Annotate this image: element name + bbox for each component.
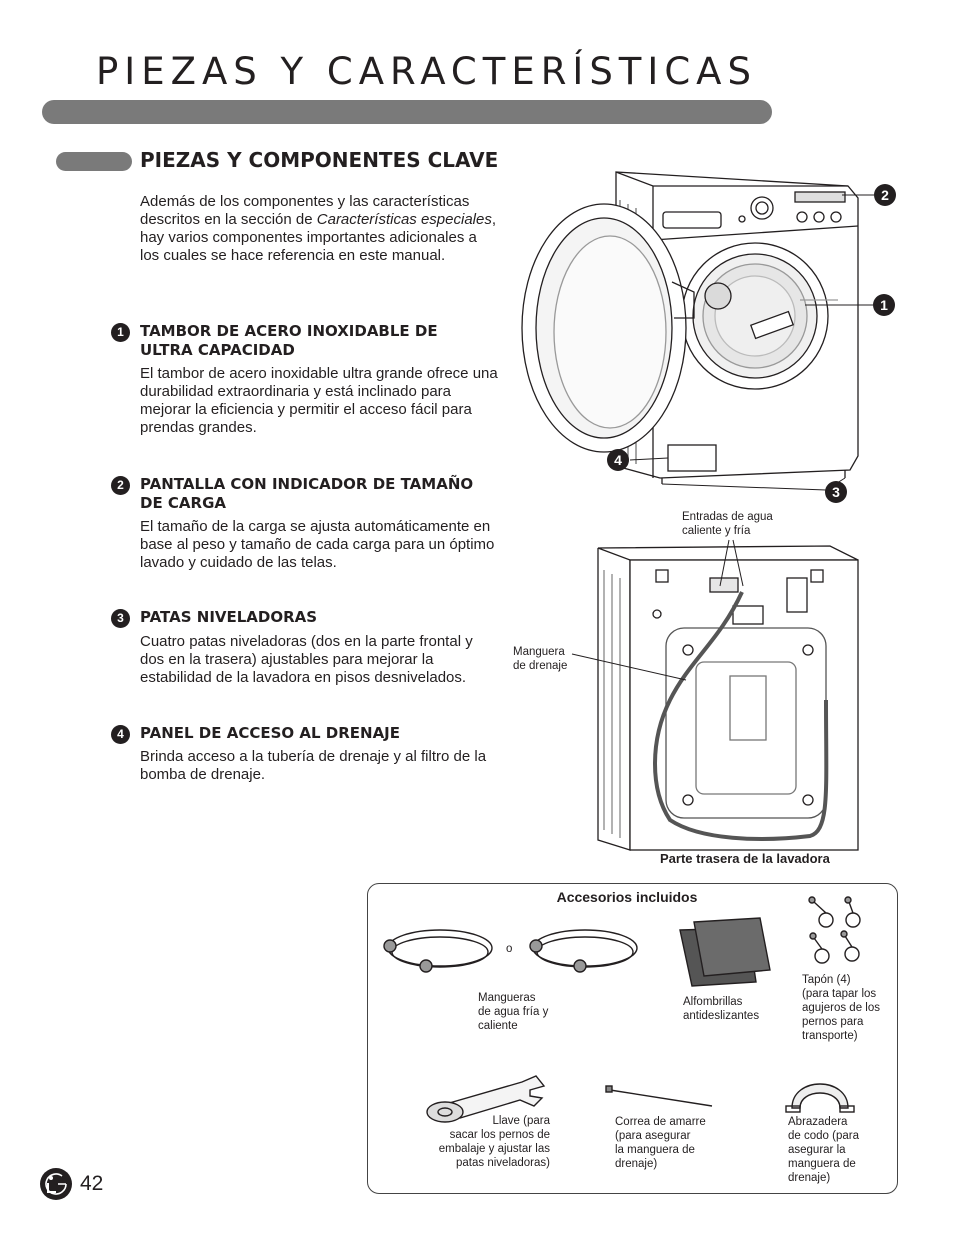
hoses-label-line: Mangueras	[478, 992, 536, 1004]
caps-label-line: (para tapar los	[802, 988, 877, 1000]
item-number-3: 3	[111, 609, 130, 628]
accessories-title: Accesorios incluidos	[556, 889, 698, 905]
callout-4: 4	[607, 449, 629, 471]
page-number: 42	[80, 1172, 104, 1195]
elbow-label-line: Abrazadera	[788, 1116, 848, 1128]
item-title-drain: PANEL DE ACCESO AL DRENAJE	[140, 724, 401, 742]
hoses-label: Mangueras de agua fría y caliente	[478, 991, 548, 1033]
item-number-2: 2	[111, 476, 130, 495]
hoses-label-line: de agua fría y	[478, 1006, 549, 1018]
pads-label: Alfombrillas antideslizantes	[683, 995, 759, 1023]
or-text: o	[506, 943, 513, 955]
back-caption: Parte trasera de la lavadora	[660, 851, 830, 866]
item-body-display: El tamaño de la carga se ajusta automáti…	[140, 518, 495, 571]
section-heading: PIEZAS Y COMPONENTES CLAVE	[140, 148, 499, 172]
item-body-legs: Cuatro patas niveladoras (dos en la part…	[140, 633, 473, 686]
intro-paragraph: Además de los componentes y las caracter…	[140, 193, 500, 265]
tie-label-line: Correa de amarre	[615, 1116, 706, 1128]
page-title: PIEZAS Y CARACTERÍSTICAS	[96, 50, 757, 93]
wrench-label: Llave (para sacar los pernos de embalaje…	[410, 1114, 550, 1170]
elbow-label-line: manguera de	[788, 1158, 856, 1170]
wrench-label-line: sacar los pernos de	[449, 1129, 550, 1141]
intro-text: Además de los componentes y las caracter…	[140, 193, 470, 228]
item-title-drum: TAMBOR DE ACERO INOXIDABLE DE ULTRA CAPA…	[140, 322, 438, 359]
elbow-label: Abrazadera de codo (para asegurar la man…	[788, 1115, 859, 1185]
tie-label-line: drenaje)	[615, 1158, 658, 1170]
wrench-label-line: Llave (para	[492, 1115, 550, 1127]
intro-text-end: , hay varios componentes importantes adi…	[140, 211, 497, 264]
elbow-label-line: drenaje)	[788, 1172, 831, 1184]
section-pill	[56, 152, 132, 171]
callout-2: 2	[874, 184, 896, 206]
tie-label: Correa de amarre (para asegurar la mangu…	[615, 1115, 706, 1171]
callout-3: 3	[825, 481, 847, 503]
hoses-label-line: caliente	[478, 1020, 518, 1032]
caps-label-line: Tapón (4)	[802, 974, 851, 986]
drain-label-1: Manguera	[513, 646, 565, 658]
caps-label-line: agujeros de los	[802, 1002, 880, 1014]
intro-italic: Características especiales	[316, 211, 492, 228]
elbow-label-line: de codo (para	[788, 1130, 859, 1142]
pads-label-line: Alfombrillas	[683, 996, 743, 1008]
caps-label-line: pernos para	[802, 1016, 864, 1028]
elbow-label-line: asegurar la	[788, 1144, 846, 1156]
item-body-drain: Brinda acceso a la tubería de drenaje y …	[140, 748, 487, 783]
title-bar	[42, 100, 772, 124]
item-number-4: 4	[111, 725, 130, 744]
inlets-label-1: Entradas de agua	[682, 511, 773, 523]
tie-label-line: (para asegurar	[615, 1130, 691, 1142]
accessories-box	[367, 883, 898, 1194]
item-body-drum: El tambor de acero inoxidable ultra gran…	[140, 365, 498, 436]
wrench-label-line: patas niveladoras)	[456, 1157, 550, 1169]
drain-label-2: de drenaje	[513, 660, 568, 672]
item-title-legs: PATAS NIVELADORAS	[140, 608, 318, 626]
pads-label-line: antideslizantes	[683, 1010, 760, 1022]
wrench-label-line: embalaje y ajustar las	[438, 1143, 550, 1155]
item-number-1: 1	[111, 323, 130, 342]
caps-label-line: transporte)	[802, 1030, 858, 1042]
inlets-label-2: caliente y fría	[682, 525, 751, 537]
tie-label-line: la manguera de	[615, 1144, 695, 1156]
callout-1: 1	[873, 294, 895, 316]
item-title-display: PANTALLA CON INDICADOR DE TAMAÑO DE CARG…	[140, 475, 474, 512]
caps-label: Tapón (4) (para tapar los agujeros de lo…	[802, 973, 880, 1043]
